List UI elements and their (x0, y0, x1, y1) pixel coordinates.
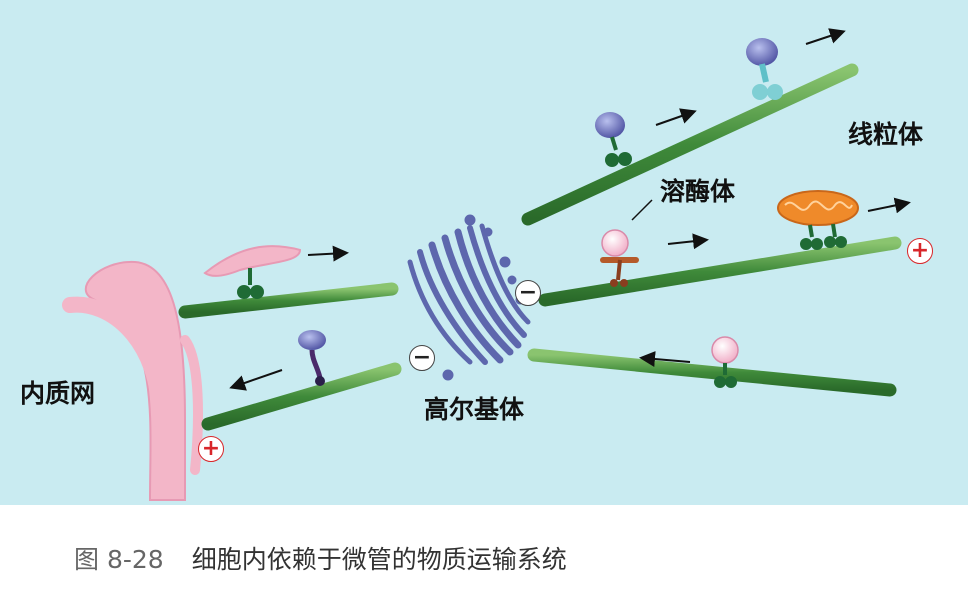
figure-caption: 图 8-28 细胞内依赖于微管的物质运输系统 (74, 540, 567, 576)
golgi-label: 高尔基体 (424, 395, 525, 424)
figure-title: 细胞内依赖于微管的物质运输系统 (191, 545, 567, 574)
arrow-er-upper (307, 245, 349, 262)
microtubule-bottom (527, 348, 897, 397)
arrow-top-left (655, 108, 697, 126)
er-vesicle-motor-upper (203, 245, 302, 299)
plus-end-marker-right: + (907, 238, 933, 264)
plus-end-marker-er: + (198, 436, 224, 462)
arrow-lysosome (667, 233, 709, 250)
diagram-canvas (0, 0, 968, 505)
arrow-bottom (639, 351, 691, 367)
arrow-top-right (805, 28, 846, 45)
vesicle-motor-er-lower (298, 330, 326, 386)
microtubule-top (521, 63, 859, 226)
lysosome-pointer-line (631, 199, 653, 221)
endoplasmic-reticulum (62, 260, 203, 501)
arrow-er-lower (229, 369, 283, 391)
microtubules (178, 63, 902, 431)
direction-arrows (229, 28, 911, 391)
microtubule-middle (538, 236, 902, 307)
microtubule-er-upper (178, 282, 399, 319)
arrow-mitochondrion (867, 197, 911, 214)
vesicle-motor-bottom (711, 336, 739, 388)
er-label: 内质网 (20, 379, 96, 408)
lysosome-label: 溶酶体 (660, 177, 736, 206)
figure-number: 图 8-28 (74, 545, 164, 574)
microtubule-er-lower (201, 362, 402, 431)
lysosome-motor (600, 229, 639, 287)
vesicle-motor-top-right (746, 38, 783, 100)
minus-end-marker-right: − (515, 280, 541, 306)
vesicle-motor-top-left (595, 112, 632, 167)
mitochondrion (777, 190, 859, 250)
mitochondrion-label: 线粒体 (848, 120, 924, 149)
minus-end-marker-er: − (409, 345, 435, 371)
golgi-apparatus (407, 214, 531, 381)
